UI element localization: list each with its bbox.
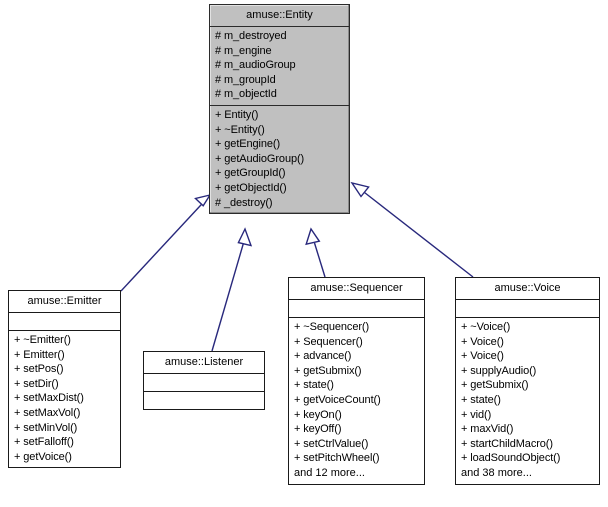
uml-method: + setPos() (14, 363, 64, 376)
uml-method: + setMaxVol() (14, 406, 81, 419)
uml-method: + vid() (461, 408, 492, 421)
uml-class-entity-attributes: # m_destroyed # m_engine # m_audioGroup … (210, 27, 349, 105)
uml-class-entity-separator-1 (210, 26, 349, 27)
uml-method: + Voice() (461, 335, 504, 348)
uml-method: + Voice() (461, 350, 504, 363)
uml-method: + setDir() (14, 377, 59, 390)
edge-listener-to-entity (211, 227, 253, 352)
uml-method: + Emitter() (14, 348, 65, 361)
uml-class-voice-attributes (456, 300, 599, 317)
uml-method: + getSubmix() (461, 379, 529, 392)
edge-sequencer-to-entity (305, 227, 326, 278)
uml-class-voice-title: amuse::Voice (494, 282, 561, 294)
uml-class-voice[interactable]: amuse::Voice + ~Voice() + Voice() + Voic… (455, 277, 600, 485)
uml-method: + ~Entity() (215, 123, 265, 136)
uml-class-listener-separator-1 (144, 373, 264, 374)
uml-class-emitter-methods: + ~Emitter() + Emitter() + setPos() + se… (9, 331, 120, 467)
uml-class-emitter[interactable]: amuse::Emitter + ~Emitter() + Emitter() … (8, 290, 121, 469)
uml-class-voice-separator-2 (456, 317, 599, 318)
uml-class-entity[interactable]: amuse::Entity # m_destroyed # m_engine #… (209, 4, 350, 215)
uml-method: + loadSoundObject() (461, 452, 561, 465)
uml-method: + ~Sequencer() (294, 321, 370, 333)
uml-method: + maxVid() (461, 423, 514, 436)
uml-method: + getVoiceCount() (294, 393, 381, 406)
uml-attribute: # m_destroyed (215, 30, 287, 42)
uml-class-entity-methods: + Entity() + ~Entity() + getEngine() + g… (210, 106, 349, 213)
uml-method: + setPitchWheel() (294, 452, 380, 465)
uml-more-members: and 38 more... (461, 466, 532, 479)
uml-class-emitter-separator-1 (9, 312, 120, 313)
uml-method: + state() (294, 379, 334, 392)
uml-method: + ~Emitter() (14, 334, 71, 346)
uml-class-entity-title: amuse::Entity (246, 9, 313, 21)
uml-method: + getGroupId() (215, 167, 286, 180)
uml-method: + keyOff() (294, 423, 342, 436)
uml-class-listener-methods (144, 392, 264, 409)
uml-attribute: # m_audioGroup (215, 59, 296, 72)
uml-method: + startChildMacro() (461, 437, 553, 450)
uml-method: + advance() (294, 350, 352, 363)
uml-attribute: # m_engine (215, 44, 272, 57)
uml-class-listener-title: amuse::Listener (164, 356, 244, 368)
uml-class-emitter-separator-2 (9, 330, 120, 331)
uml-class-listener[interactable]: amuse::Listener (143, 351, 265, 410)
uml-class-entity-separator-2 (210, 104, 349, 106)
uml-method: + getAudioGroup() (215, 152, 305, 165)
uml-method: + setMaxDist() (14, 392, 84, 405)
uml-method: + ~Voice() (461, 321, 511, 333)
uml-class-emitter-title: amuse::Emitter (27, 295, 102, 307)
uml-class-sequencer-attributes (289, 300, 424, 317)
uml-method: + keyOn() (294, 408, 342, 421)
uml-method: + state() (461, 393, 501, 406)
uml-class-sequencer-separator-2 (289, 317, 424, 318)
uml-method: + setCtrlValue() (294, 437, 369, 450)
uml-more-members: and 12 more... (294, 466, 365, 479)
uml-class-listener-separator-2 (144, 391, 264, 392)
uml-class-listener-attributes (144, 374, 264, 391)
uml-attribute: # m_groupId (215, 73, 276, 86)
uml-method: + Entity() (215, 108, 259, 121)
uml-method: + Sequencer() (294, 335, 363, 348)
uml-class-sequencer-methods: + ~Sequencer() + Sequencer() + advance()… (289, 318, 424, 484)
uml-method: + supplyAudio() (461, 364, 537, 377)
uml-method: + setFalloff() (14, 436, 74, 449)
uml-class-voice-methods: + ~Voice() + Voice() + Voice() + supplyA… (456, 318, 599, 484)
uml-method: # _destroy() (215, 196, 273, 209)
edge-emitter-to-entity (120, 193, 212, 292)
uml-class-emitter-attributes (9, 313, 120, 330)
uml-class-sequencer-separator-1 (289, 299, 424, 300)
uml-class-sequencer[interactable]: amuse::Sequencer + ~Sequencer() + Sequen… (288, 277, 425, 485)
uml-method: + getSubmix() (294, 364, 362, 377)
uml-method: + getEngine() (215, 138, 281, 151)
uml-method: + setMinVol() (14, 421, 78, 434)
uml-method: + getObjectId() (215, 181, 287, 194)
uml-class-sequencer-title: amuse::Sequencer (310, 282, 403, 294)
uml-attribute: # m_objectId (215, 88, 277, 101)
uml-class-voice-separator-1 (456, 299, 599, 300)
edge-voice-to-entity (350, 181, 474, 278)
uml-method: + getVoice() (14, 450, 72, 463)
